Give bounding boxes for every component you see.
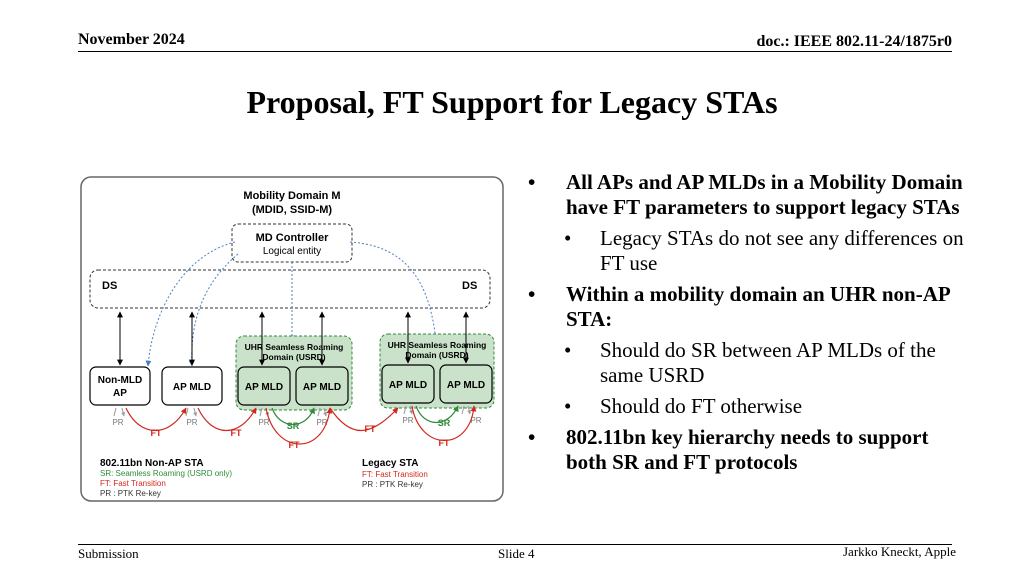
usrd-1-label-2: Domain (USRD) xyxy=(262,352,325,362)
bullet-item: •Legacy STAs do not see any differences … xyxy=(564,226,964,275)
legend-left-sr: SR: Seamless Roaming (USRD only) xyxy=(100,469,232,478)
bullet-item: •Should do SR between AP MLDs of the sam… xyxy=(564,338,936,387)
ds-left-label: DS xyxy=(102,280,117,292)
md-subtitle: (MDID, SSID-M) xyxy=(252,204,332,216)
ft-label-1: FT xyxy=(151,428,162,438)
ft-arc-5 xyxy=(411,405,477,442)
ds-right-label: DS xyxy=(462,280,477,292)
non-mld-ap-label-2: AP xyxy=(113,388,127,399)
ft-label-2: FT xyxy=(231,428,242,438)
ap-mld-box-5 xyxy=(439,364,493,404)
md-controller-subtitle: Logical entity xyxy=(263,246,321,257)
ft-label-4: FT xyxy=(365,424,376,434)
footer-rule xyxy=(78,544,952,545)
bullet-item: •Within a mobility domain an UHR non-AP … xyxy=(528,282,950,331)
ap-mld-label-1: AP MLD xyxy=(173,382,211,393)
md-controller-title: MD Controller xyxy=(256,232,329,244)
legend-right-ft: FT: Fast Transition xyxy=(362,470,428,479)
ft-arc-3 xyxy=(265,407,333,445)
ft-label-3: FT xyxy=(289,440,300,450)
controller-link-1 xyxy=(145,241,236,367)
ap-mld-box-2 xyxy=(237,366,291,406)
usrd-2-label-2: Domain (USRD) xyxy=(405,350,468,360)
ap-mld-label-2: AP MLD xyxy=(245,382,283,393)
legend-right-title: Legacy STA xyxy=(362,458,419,469)
usrd-1-label-1: UHR Seamless Roaming xyxy=(245,342,344,352)
usrd-2-label-1: UHR Seamless Roaming xyxy=(388,340,487,350)
bullet-item: •802.11bn key hierarchy needs to support… xyxy=(528,425,929,474)
legend-left-pr: PR : PTK Re-key xyxy=(100,489,161,498)
bullet-item: •All APs and AP MLDs in a Mobility Domai… xyxy=(528,170,963,219)
ft-arc-1 xyxy=(125,407,187,432)
ap-mld-label-5: AP MLD xyxy=(447,380,485,391)
sr-arc-1 xyxy=(271,407,315,425)
pr-label-1: PR xyxy=(112,418,123,427)
pr-label-2: PR xyxy=(186,418,197,427)
legend-left-title: 802.11bn Non-AP STA xyxy=(100,458,204,469)
pr-label-5: PR xyxy=(402,416,413,425)
header-rule xyxy=(78,51,952,52)
bullet-list: •All APs and AP MLDs in a Mobility Domai… xyxy=(528,170,968,481)
footer-submission: Submission xyxy=(78,546,139,561)
ft-label-5: FT xyxy=(439,438,450,448)
ap-mld-label-4: AP MLD xyxy=(389,380,427,391)
pr-label-3: PR xyxy=(258,418,269,427)
ap-mld-label-3: AP MLD xyxy=(303,382,341,393)
ft-arc-4 xyxy=(329,407,399,432)
header-doc-id: doc.: IEEE 802.11-24/1875r0 xyxy=(756,33,952,50)
non-mld-ap-label-1: Non-MLD xyxy=(98,375,142,386)
footer-slide-number: Slide 4 xyxy=(498,546,535,561)
slide-title: Proposal, FT Support for Legacy STAs xyxy=(246,84,778,120)
legend-right-pr: PR : PTK Re-key xyxy=(362,480,423,489)
ap-mld-box-4 xyxy=(381,364,435,404)
legend-left-ft: FT: Fast Transition xyxy=(100,479,166,488)
pr-label-4: PR xyxy=(316,418,327,427)
ds-band xyxy=(89,269,491,309)
bullet-item: •Should do FT otherwise xyxy=(564,394,803,418)
md-title: Mobility Domain M xyxy=(243,190,340,202)
header-date: November 2024 xyxy=(78,31,185,48)
ap-mld-box-3 xyxy=(295,366,349,406)
ft-arc-2 xyxy=(197,407,257,432)
footer-author: Jarkko Kneckt, Apple xyxy=(842,544,956,559)
sr-arc-2 xyxy=(415,405,459,423)
sr-label-1: SR xyxy=(287,421,300,431)
non-mld-ap-box xyxy=(89,366,151,406)
mobility-domain-diagram: Mobility Domain M (MDID, SSID-M) MD Cont… xyxy=(80,176,504,502)
ap-mld-box-1 xyxy=(161,366,223,406)
pr-label-6: PR xyxy=(470,416,481,425)
sr-label-2: SR xyxy=(438,418,451,428)
controller-link-4 xyxy=(349,241,439,342)
